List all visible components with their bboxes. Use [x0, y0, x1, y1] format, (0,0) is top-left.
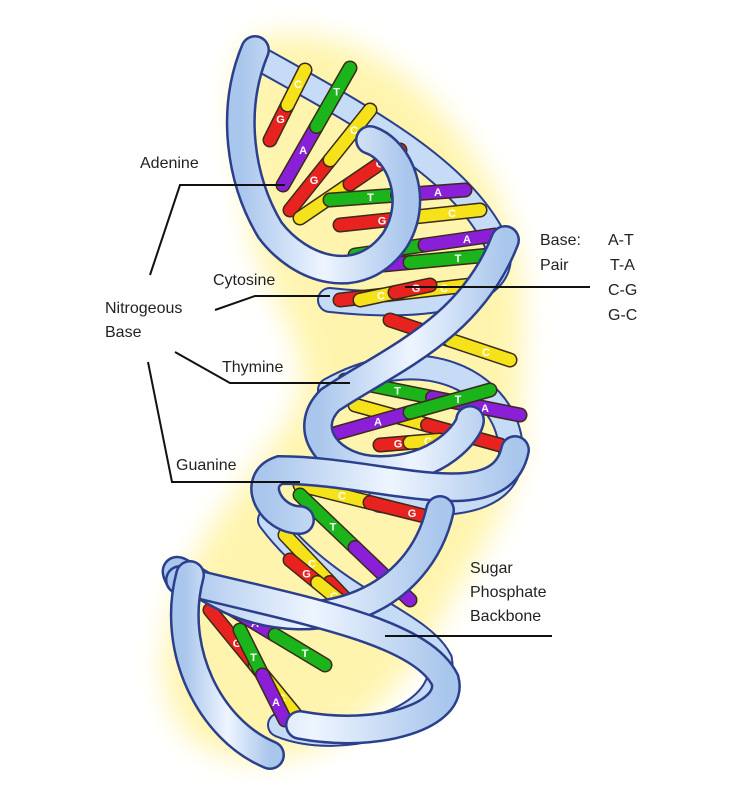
backbone-front-path: [167, 567, 459, 742]
adenine-segment: [256, 669, 291, 726]
guanine-letter: G: [394, 439, 403, 451]
adenine-segment: [277, 120, 323, 191]
nitrogenous-base-label-line2: Base: [105, 324, 142, 341]
cytosine-letter: C: [482, 347, 490, 359]
base-pair-gc: G-C: [608, 307, 637, 324]
guanine-letter: G: [302, 569, 311, 581]
guanine-letter: G: [412, 283, 421, 295]
adenine-leader-line: [149, 184, 285, 276]
cytosine-segment: [404, 204, 486, 224]
labels: Adenine Cytosine Nitrogeous Base Thymine…: [105, 155, 637, 625]
guanine-letter: G: [276, 114, 285, 126]
backbone-label-line3: Backbone: [470, 608, 541, 625]
leader-lines: [147, 184, 590, 637]
thymine-letter: T: [250, 652, 257, 664]
thymine-leader-line: [174, 351, 350, 384]
base-pair-at: A-T: [608, 232, 634, 249]
nitrogenous-base-label-line1: Nitrogeous: [105, 300, 182, 317]
adenine-letter: A: [463, 234, 471, 246]
thymine-letter: T: [330, 522, 337, 534]
cytosine-letter: C: [308, 559, 316, 571]
cytosine-letter: C: [377, 291, 385, 303]
cytosine-segment: [294, 479, 376, 509]
backbone-front-path: [305, 227, 518, 483]
thymine-segment: [310, 62, 356, 133]
cytosine-leader-line: [214, 295, 330, 311]
cytosine-letter: C: [294, 79, 302, 91]
adenine-segment: [324, 406, 416, 441]
thymine-letter: T: [333, 86, 340, 98]
adenine-letter: A: [434, 187, 442, 199]
cytosine-letter: C: [440, 283, 448, 295]
backbone-front-path: [172, 562, 283, 768]
adenine-segment: [419, 229, 501, 251]
cytosine-letter: C: [448, 208, 456, 220]
base-pair-ta: T-A: [610, 257, 635, 274]
thymine-segment: [324, 189, 404, 206]
guanine-label: Guanine: [176, 457, 237, 474]
thymine-segment: [269, 629, 331, 671]
backbone-front-strand: [161, 35, 530, 770]
thymine-segment: [294, 489, 361, 554]
backbone-front-path: [252, 437, 528, 533]
guanine-letter: G: [378, 216, 387, 228]
base-pair-label-line2: Pair: [540, 257, 569, 274]
thymine-letter: T: [455, 253, 462, 265]
adenine-label: Adenine: [140, 155, 199, 172]
thymine-letter: T: [367, 192, 374, 204]
guanine-leader-line: [147, 361, 300, 483]
adenine-letter: A: [481, 403, 489, 415]
cytosine-label: Cytosine: [213, 272, 275, 289]
backbone-front-path: [228, 37, 419, 283]
cytosine-segment: [279, 529, 336, 589]
cytosine-letter: C: [338, 491, 346, 503]
thymine-label: Thymine: [222, 359, 283, 376]
cytosine-segment: [281, 64, 311, 111]
cytosine-segment: [444, 334, 516, 366]
adenine-letter: A: [374, 417, 382, 429]
backbone-label-line2: Phosphate: [470, 584, 547, 601]
thymine-segment: [234, 624, 269, 681]
cytosine-segment: [324, 104, 376, 166]
cytosine-letter: C: [424, 436, 432, 448]
base-pair-label-line1: Base:: [540, 232, 581, 249]
thymine-segment: [404, 384, 496, 419]
base-pair-cg: C-G: [608, 282, 637, 299]
thymine-letter: T: [455, 394, 462, 406]
adenine-letter: A: [272, 697, 280, 709]
thymine-segment: [404, 249, 496, 269]
backbone-label-line1: Sugar: [470, 560, 513, 577]
thymine-letter: T: [302, 648, 309, 660]
thymine-letter: T: [394, 386, 401, 398]
guanine-segment: [284, 154, 336, 216]
adenine-letter: A: [299, 145, 307, 157]
guanine-letter: G: [233, 638, 242, 650]
guanine-letter: G: [310, 175, 319, 187]
guanine-letter: G: [408, 508, 417, 520]
cytosine-letter: C: [350, 125, 358, 137]
